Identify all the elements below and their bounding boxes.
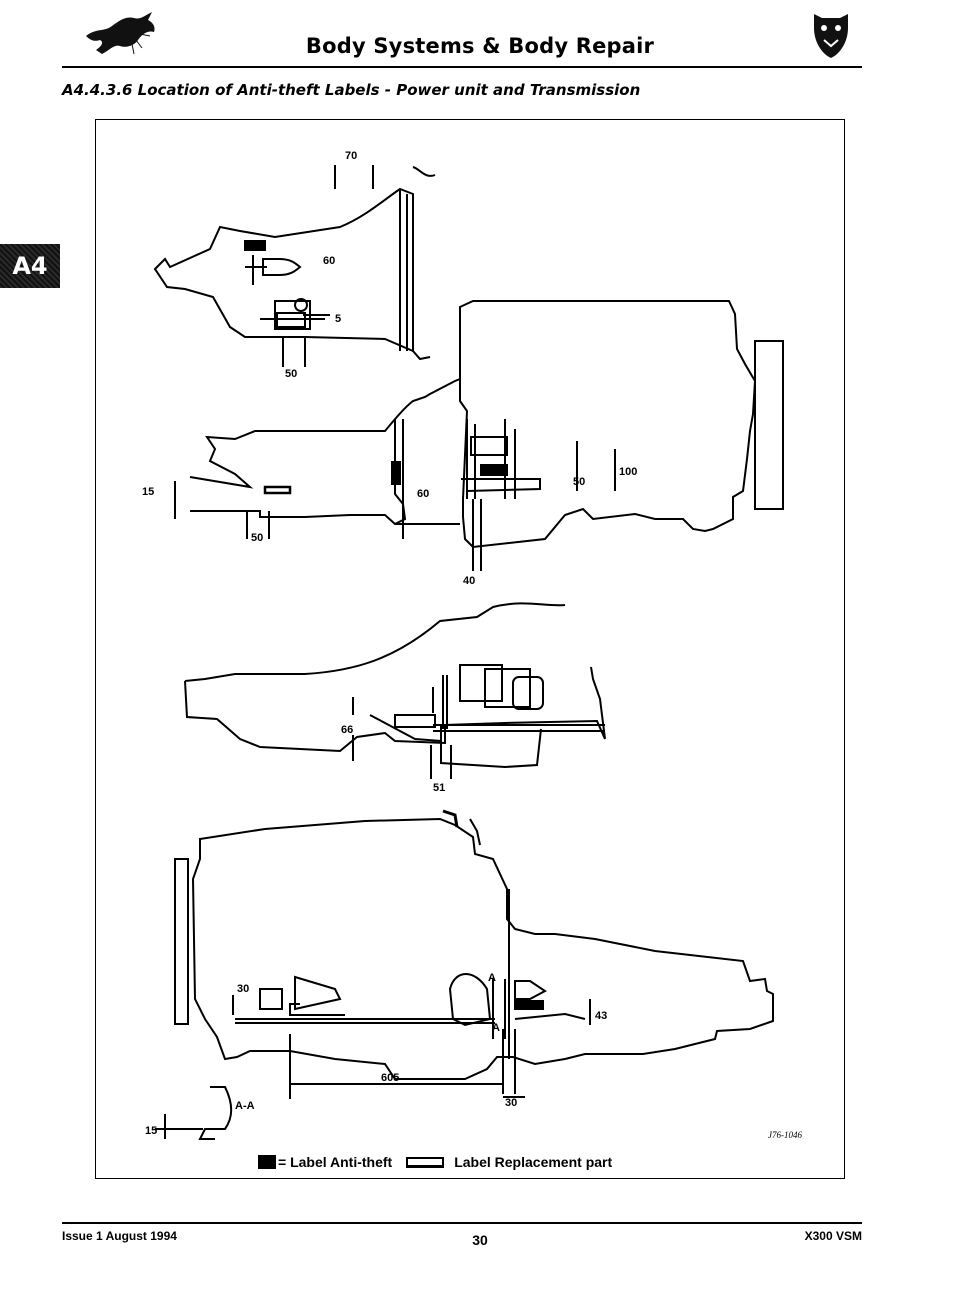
view-engine-transmission-lower — [155, 809, 774, 1140]
dim-label: 50 — [285, 368, 297, 380]
leaping-cat-emblem-icon — [86, 12, 155, 55]
section-tab: A4 — [0, 244, 60, 288]
dim-label: 43 — [595, 1010, 607, 1022]
dim-label: 100 — [619, 466, 637, 478]
legend-anti-theft: = Label Anti-theft — [278, 1154, 393, 1170]
dim-label: 50 — [251, 532, 263, 544]
jaguar-head-emblem-icon — [814, 14, 848, 58]
view-engine-gearbox-side — [174, 300, 784, 571]
page-number: 30 — [472, 1232, 488, 1248]
footer-issue: Issue 1 August 1994 — [62, 1229, 177, 1243]
dim-label: A — [492, 1022, 500, 1034]
dim-label: A — [488, 972, 496, 984]
dim-label: 60 — [323, 255, 335, 267]
dim-label: 15 — [142, 486, 154, 498]
section-caption: A4.4.3.6 Location of Anti-theft Labels -… — [62, 81, 641, 99]
dim-label: A-A — [235, 1100, 255, 1112]
footer-document-code: X300 VSM — [804, 1229, 862, 1243]
anti-theft-label-swatch — [258, 1155, 276, 1169]
figure-reference: J76-1046 — [768, 1130, 802, 1140]
page-header-title: Body Systems & Body Repair — [305, 34, 655, 58]
powertrain-label-diagram: 70 60 5 50 15 50 60 40 50 100 66 — [142, 150, 784, 1140]
dim-label: 30 — [237, 983, 249, 995]
header-rule — [62, 66, 862, 68]
dim-label: 5 — [335, 313, 341, 325]
legend-replacement: Label Replacement part — [454, 1154, 613, 1170]
dim-label: 51 — [433, 782, 445, 794]
footer-rule — [62, 1222, 862, 1224]
view-transmission-side — [153, 165, 436, 367]
figure-legend: = Label Anti-theft Label Replacement par… — [258, 1152, 612, 1172]
dim-label: 605 — [381, 1072, 399, 1084]
dim-label: 66 — [341, 724, 353, 736]
dim-label: 60 — [417, 488, 429, 500]
figure-frame — [95, 119, 845, 1179]
dim-label: 30 — [505, 1097, 517, 1109]
dim-label: 50 — [573, 476, 585, 488]
dim-label: 40 — [463, 575, 475, 587]
view-gearbox-starter — [184, 602, 606, 779]
replacement-label-swatch — [406, 1156, 445, 1168]
dim-label: 70 — [345, 150, 357, 162]
dim-label: 15 — [145, 1125, 157, 1137]
